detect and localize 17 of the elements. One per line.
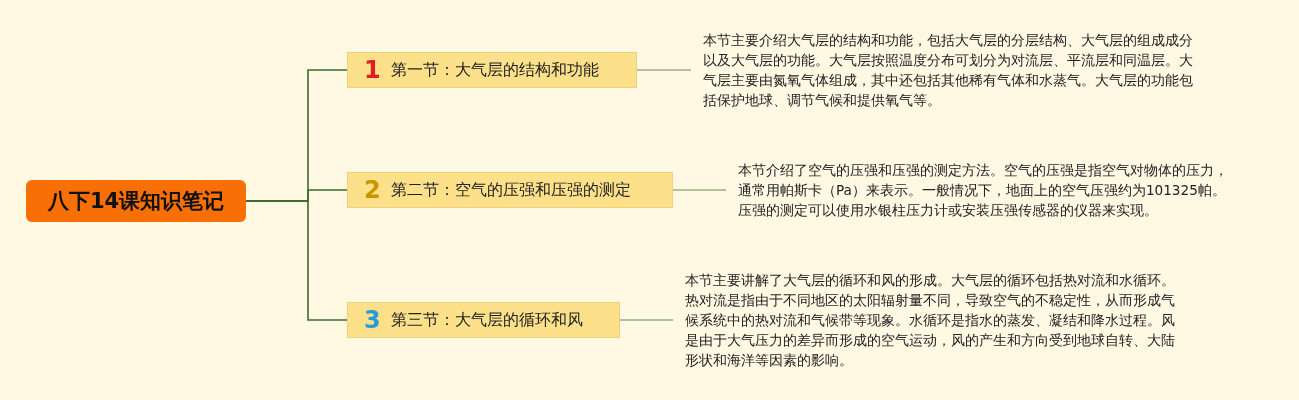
- section-number: 3: [364, 306, 381, 334]
- section-number: 2: [364, 176, 381, 204]
- section-number: 1: [364, 56, 381, 84]
- central-topic: 八下14课知识笔记: [26, 180, 246, 222]
- note-text: 本节主要介绍大气层的结构和功能，包括大气层的分层结构、大气层的组成成分以及大气层的功能。大气层按照温度分布可划分为对流层、平流层和同温层。大气层主要由氮氧气体组成，其中还包括其他稀有气体和水蒸气。大气层的功能包括保护地球、调节气候和提供氧气等。: [703, 30, 1203, 116]
- connector-line: [636, 69, 692, 71]
- note-text: 本节介绍了空气的压强和压强的测定方法。空气的压强是指空气对物体的压力，通常用帕斯卡（Pa）来表示。一般情况下，地面上的空气压强约为101325帕。压强的测定可以使用水银柱压力计或安装压强传感器的仪器来实现。: [738, 160, 1238, 226]
- topic-box: [347, 302, 620, 338]
- topic-box: [347, 52, 637, 88]
- topic-label: 第一节：大气层的结构和功能: [390, 59, 599, 81]
- connector-line: [619, 319, 674, 321]
- topic-box: [347, 172, 673, 208]
- connector-line: [245, 200, 348, 321]
- connector-line: [672, 189, 727, 191]
- topic-label: 第二节：空气的压强和压强的测定: [390, 179, 631, 201]
- topic-label: 第三节：大气层的循环和风: [390, 309, 583, 331]
- note-text: 本节主要讲解了大气层的循环和风的形成。大气层的循环包括热对流和水循环。热对流是指由于不同地区的太阳辐射量不同，导致空气的不稳定性，从而形成气候系统中的热对流和气候带等现象。水循环是指水的蒸发、凝结和降水过程。风是由于大气压力的差异而形成的空气运动，风的产生和方向受到地球自转、大陆形状和海洋等因素的影响。: [685, 270, 1185, 374]
